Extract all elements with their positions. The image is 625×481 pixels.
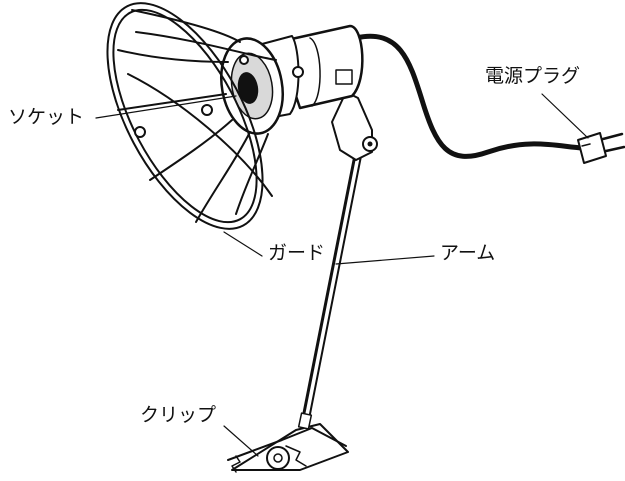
wire-guard	[106, 2, 304, 230]
power-plug	[577, 132, 625, 164]
guard-label: ガード	[268, 242, 326, 264]
lamp-arm	[301, 148, 363, 420]
clip	[227, 412, 349, 473]
power-plug-label: 電源プラグ	[485, 65, 581, 87]
arm-joint	[331, 91, 378, 161]
leader-line-arm	[335, 255, 435, 265]
arm-label: アーム	[440, 242, 496, 264]
socket-label: ソケット	[8, 106, 85, 128]
power-cord	[353, 33, 585, 159]
leader-line-guard	[223, 231, 263, 257]
clip-label: クリップ	[140, 404, 217, 426]
leader-line-clip	[223, 425, 259, 457]
leader-line-plug	[541, 93, 589, 139]
lamp-shade	[220, 37, 284, 135]
leader-line-socket	[95, 95, 237, 119]
